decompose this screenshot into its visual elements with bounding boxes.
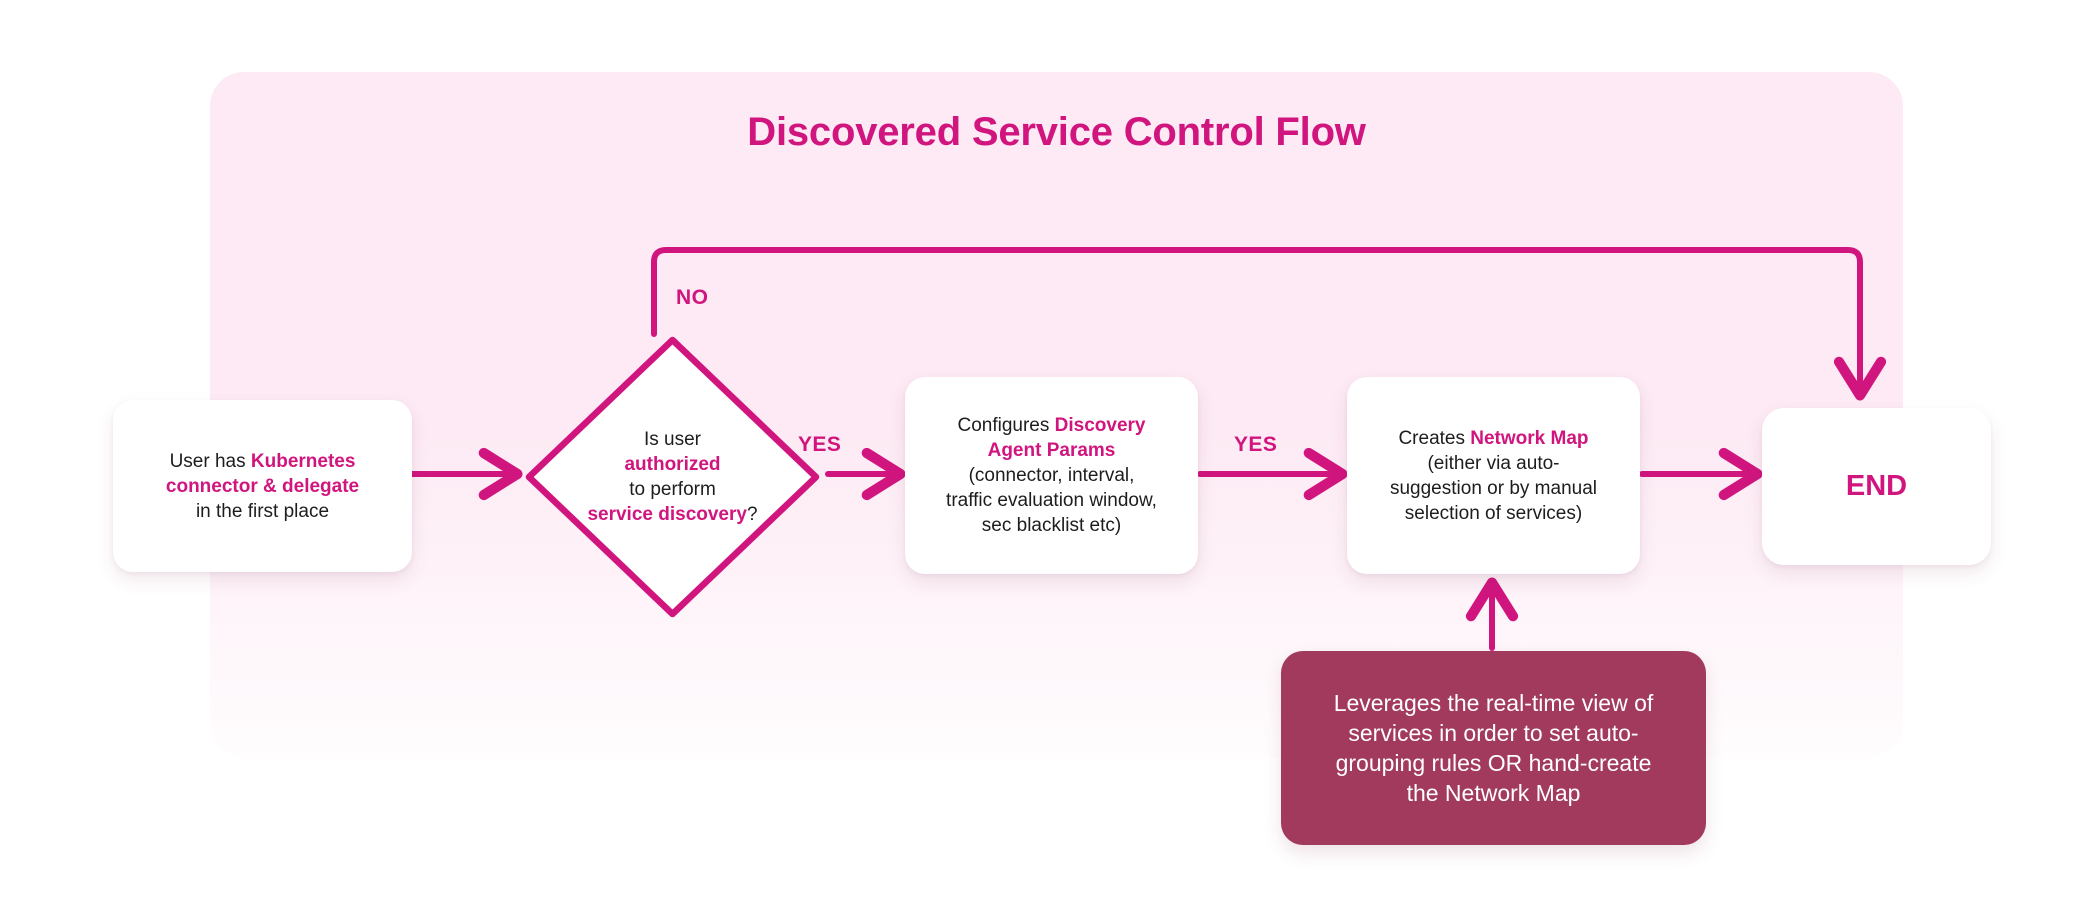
create-network-map-node-text: Creates Network Map(either via auto-sugg… (1389, 427, 1597, 524)
edge-label-yes-2: YES (1234, 433, 1278, 456)
create-network-map-node[interactable]: Creates Network Map(either via auto-sugg… (1347, 377, 1640, 574)
end-node[interactable]: END (1762, 408, 1991, 565)
edge-label-no: NO (676, 286, 709, 309)
decision-diamond-shape (525, 336, 820, 618)
end-node-label: END (1845, 470, 1908, 502)
edge-label-yes-1: YES (798, 433, 842, 456)
page-title: Discovered Service Control Flow (747, 110, 1366, 154)
